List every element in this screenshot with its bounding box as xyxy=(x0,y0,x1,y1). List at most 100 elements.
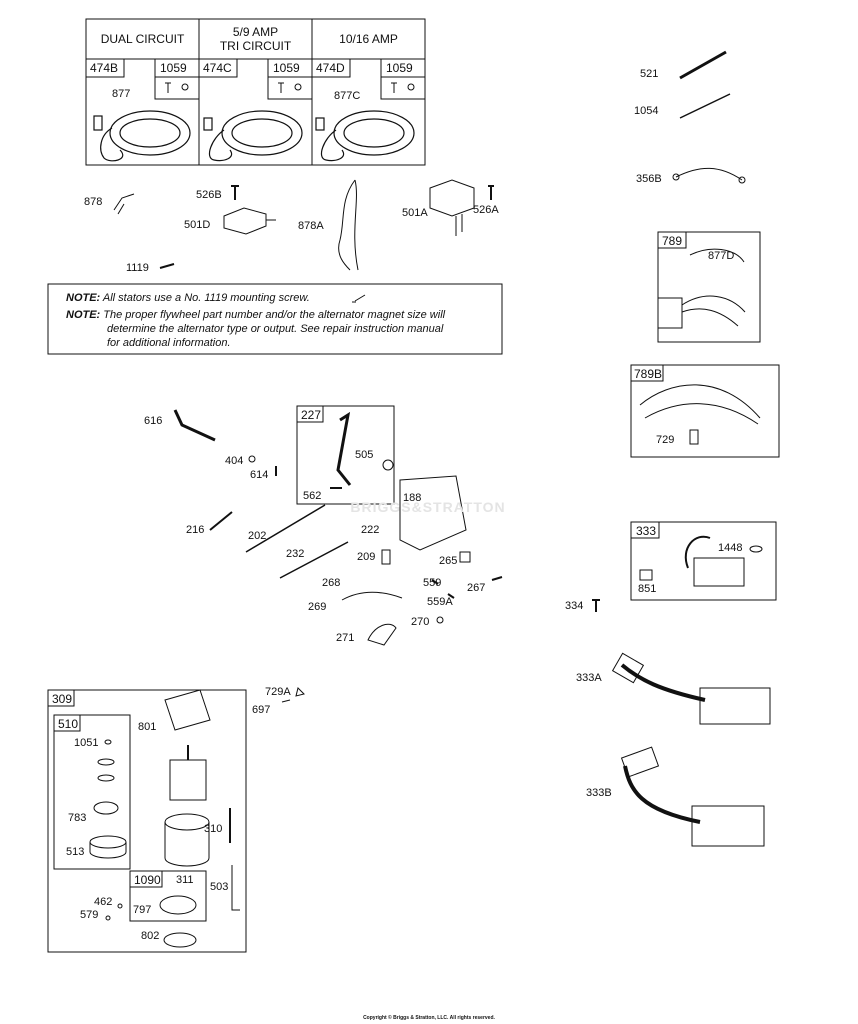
part-513-icon xyxy=(89,842,127,859)
harness-789b-icon xyxy=(639,384,761,425)
label-265: 265 xyxy=(439,555,458,567)
label-270: 270 xyxy=(411,616,430,628)
cell-1059-b: 1059 xyxy=(273,61,300,75)
part-1054-icon xyxy=(679,93,731,119)
label-216: 216 xyxy=(186,524,205,536)
box-227-frame xyxy=(296,405,395,505)
label-232: 232 xyxy=(286,548,305,560)
box-309-label: 309 xyxy=(52,692,73,706)
part-501d-icon xyxy=(223,207,276,235)
label-526a: 526A xyxy=(473,204,499,216)
part-729a-697-icon xyxy=(281,687,305,703)
cell-474d: 474D xyxy=(316,61,345,75)
cell-474b: 474B xyxy=(90,61,119,75)
box-789b-frame xyxy=(630,364,780,458)
note-text-1: All stators use a No. 1119 mounting scre… xyxy=(102,292,310,304)
label-729a: 729A xyxy=(265,686,291,698)
note-prefix-2: NOTE: xyxy=(66,309,101,321)
label-310: 310 xyxy=(204,823,223,835)
label-268: 268 xyxy=(322,577,341,589)
label-311: 311 xyxy=(176,874,194,886)
note-line-4: for additional information. xyxy=(107,337,231,349)
box-1090-label: 1090 xyxy=(134,873,161,887)
part-356b-icon xyxy=(675,167,743,181)
coil-333a-lead xyxy=(620,663,706,702)
bracket-222-icon xyxy=(399,475,467,551)
label-188: 188 xyxy=(403,492,422,504)
label-269: 269 xyxy=(308,601,327,613)
harness-789-icon xyxy=(689,248,745,263)
copyright-footer: Copyright © Briggs & Stratton, LLC. All … xyxy=(363,1015,495,1021)
part-526a-icon xyxy=(488,185,494,200)
header-tri-circuit: 5/9 AMP TRI CIRCUIT xyxy=(219,25,292,53)
gear-783-icon xyxy=(93,801,119,815)
armature-icon xyxy=(169,759,207,801)
housing-310-icon xyxy=(164,822,210,867)
part-616-icon xyxy=(173,409,216,442)
plate-802-icon xyxy=(163,932,197,948)
label-1448: 1448 xyxy=(718,542,743,554)
part-334-icon xyxy=(592,599,600,612)
label-334: 334 xyxy=(565,600,584,612)
label-209: 209 xyxy=(357,551,376,563)
link-202-icon xyxy=(245,504,326,553)
header-10-16-amp: 10/16 AMP xyxy=(339,32,398,46)
box-510-label: 510 xyxy=(58,717,79,731)
label-614: 614 xyxy=(250,469,269,481)
label-521: 521 xyxy=(640,68,659,80)
box-789-label: 789 xyxy=(662,234,683,248)
end-cap-801-icon xyxy=(164,689,211,731)
box-227-label: 227 xyxy=(301,408,322,422)
cable-232-icon xyxy=(279,541,349,579)
label-202: 202 xyxy=(248,530,267,542)
note-prefix-1: NOTE: xyxy=(66,292,101,304)
box-333-label: 333 xyxy=(636,524,657,538)
part-501a-icon xyxy=(429,179,475,236)
note-line-3: determine the alternator type or output.… xyxy=(107,323,444,335)
label-356b: 356B xyxy=(636,173,662,185)
box-510-frame xyxy=(53,714,131,870)
label-505: 505 xyxy=(355,449,374,461)
part-227-lever xyxy=(336,411,352,486)
label-697: 697 xyxy=(252,704,271,716)
note-frame xyxy=(47,283,503,355)
cable-269-icon xyxy=(341,591,403,601)
label-616: 616 xyxy=(144,415,163,427)
note-text-2: The proper flywheel part number and/or t… xyxy=(103,309,446,321)
coil-333-icon xyxy=(693,557,745,587)
label-877: 877 xyxy=(112,88,131,100)
stator-474d xyxy=(315,110,415,162)
screw-1059-icons xyxy=(165,82,415,93)
part-503-icon xyxy=(231,865,240,911)
part-216-icon xyxy=(209,511,233,531)
box-309-frame xyxy=(47,689,247,953)
label-404: 404 xyxy=(225,455,244,467)
label-271: 271 xyxy=(336,632,355,644)
coil-333a-icon xyxy=(699,687,771,725)
label-559: 559 xyxy=(423,577,442,589)
label-878: 878 xyxy=(84,196,103,208)
cell-1059-c: 1059 xyxy=(386,61,413,75)
part-878a-icon xyxy=(338,179,359,271)
label-562: 562 xyxy=(303,490,322,502)
label-797: 797 xyxy=(133,904,152,916)
header-dual-circuit: DUAL CIRCUIT xyxy=(100,32,185,46)
stator-474c xyxy=(203,110,303,162)
part-1119-icon xyxy=(159,263,175,269)
label-333a: 333A xyxy=(576,672,602,684)
label-559a: 559A xyxy=(427,596,453,608)
note-line-2: NOTE: The proper flywheel part number an… xyxy=(66,308,445,322)
label-729: 729 xyxy=(656,434,675,446)
label-877d: 877D xyxy=(708,250,735,262)
label-462: 462 xyxy=(94,896,113,908)
box-789-frame xyxy=(657,231,761,343)
label-267: 267 xyxy=(467,582,486,594)
box-1090-frame xyxy=(129,870,207,922)
cell-474c: 474C xyxy=(203,61,232,75)
box-333-frame xyxy=(630,521,777,601)
stator-474b xyxy=(93,110,191,162)
note-line-1: NOTE: All stators use a No. 1119 mountin… xyxy=(66,291,310,305)
box-789b-label: 789B xyxy=(634,367,663,381)
label-1051: 1051 xyxy=(74,737,99,749)
